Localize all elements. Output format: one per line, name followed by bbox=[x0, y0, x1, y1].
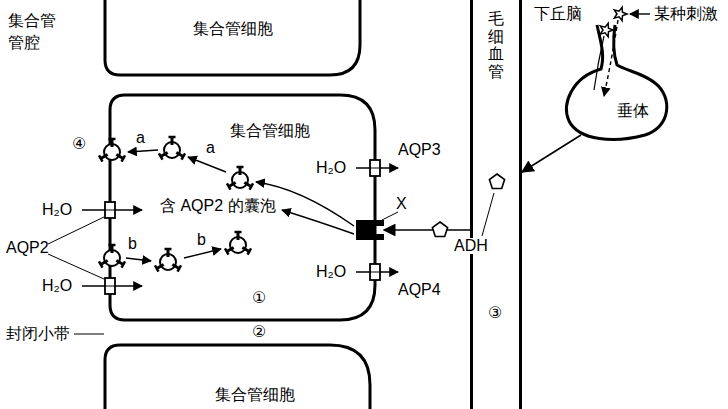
receptor-x bbox=[376, 220, 384, 226]
diagram-label: AQP2 bbox=[6, 240, 49, 256]
diagram-label: b bbox=[197, 232, 206, 248]
aqp2-lobe-cap bbox=[227, 183, 231, 189]
diagram-label: H₂O bbox=[42, 202, 72, 218]
aqp2-lobe-cap bbox=[122, 261, 126, 267]
hormone-arrow bbox=[384, 229, 470, 231]
water-channel bbox=[105, 202, 115, 218]
neuron-body bbox=[600, 23, 613, 36]
cell-outline: 集合管细胞 bbox=[105, 0, 360, 75]
channel-pore bbox=[370, 272, 380, 273]
vesicle-icon bbox=[155, 249, 181, 272]
node-outline bbox=[110, 95, 375, 320]
node-text: 集合管细胞 bbox=[215, 387, 295, 403]
diagram-label: b bbox=[128, 236, 137, 252]
channel-pore bbox=[105, 286, 115, 287]
aqp2-lobe-cap bbox=[225, 248, 229, 254]
water-flow-arrow bbox=[82, 209, 142, 210]
leader-line bbox=[48, 254, 104, 279]
endocytosis-arrow bbox=[184, 249, 221, 258]
water-flow-arrow bbox=[82, 285, 142, 286]
exocytosis-arrow bbox=[188, 157, 226, 172]
node-outline bbox=[105, 345, 370, 409]
vesicle-icon bbox=[225, 232, 251, 255]
leader-line bbox=[382, 212, 398, 220]
aqp2-lobe-cap bbox=[250, 183, 254, 189]
aqp2-lobe-cap bbox=[109, 138, 116, 141]
node-outline bbox=[567, 25, 667, 139]
aqp2-lobe-cap bbox=[99, 261, 103, 267]
aqp2-lobe-cap bbox=[237, 166, 244, 169]
water-channel bbox=[105, 278, 115, 294]
vesicle-icon bbox=[227, 167, 253, 190]
vesicle-icon bbox=[99, 245, 125, 268]
hormone-arrow bbox=[522, 135, 581, 172]
aqp2-lobe-cap bbox=[248, 248, 252, 254]
diagram-label: X bbox=[396, 196, 407, 212]
axon-line bbox=[604, 20, 618, 96]
leader-line bbox=[74, 334, 104, 335]
pituitary-shape: 垂体 bbox=[555, 25, 675, 145]
leader-line bbox=[482, 193, 494, 236]
diagram-label: ① bbox=[252, 290, 266, 306]
exocytosis-arrow bbox=[128, 150, 158, 152]
node-text: 垂体 bbox=[617, 103, 649, 119]
diagram-label: AQP4 bbox=[398, 282, 441, 298]
adh-molecule bbox=[432, 222, 447, 236]
aqp2-lobe-cap bbox=[155, 265, 159, 271]
stimulus-arrow bbox=[630, 13, 650, 14]
aqp2-lobe-cap bbox=[165, 248, 172, 251]
diagram-label: ④ bbox=[72, 136, 86, 152]
capillary-band: 毛细血管 bbox=[470, 0, 522, 409]
node-text: 集合管细胞 bbox=[230, 123, 310, 139]
water-channel bbox=[370, 160, 380, 176]
signal-arrow bbox=[282, 210, 354, 234]
node-outline-svg bbox=[555, 25, 675, 145]
diagram-label: AQP3 bbox=[398, 142, 441, 158]
endocytosis-arrow bbox=[126, 258, 151, 261]
aqp2-lobe-cap bbox=[169, 136, 176, 139]
water-channel bbox=[370, 264, 380, 280]
aqp2-lobe-cap bbox=[109, 244, 116, 247]
diagram-label: 含 AQP2 的囊泡 bbox=[160, 198, 276, 214]
diagram-label: a bbox=[206, 140, 215, 156]
diagram-label: ③ bbox=[488, 305, 502, 321]
aqp2-lobe-cap bbox=[182, 153, 186, 159]
aqp2-lobe-cap bbox=[159, 153, 163, 159]
aqp2-lobe-cap bbox=[235, 231, 242, 234]
neuron-body bbox=[614, 7, 627, 20]
diagram-label: H₂O bbox=[316, 160, 346, 176]
adh-molecule bbox=[489, 174, 504, 188]
receptor-x bbox=[356, 220, 376, 240]
diagram-label: H₂O bbox=[42, 278, 72, 294]
water-flow-arrow bbox=[356, 167, 398, 168]
node-outline bbox=[105, 0, 360, 75]
node-outline-svg bbox=[105, 0, 360, 75]
aqp2-lobe-cap bbox=[122, 155, 126, 161]
aqp2-lobe-cap bbox=[99, 155, 103, 161]
diagram-label: 集合管 管腔 bbox=[8, 10, 61, 55]
diagram-label: a bbox=[136, 130, 145, 146]
aqp2-lobe-cap bbox=[178, 265, 182, 271]
node-outline bbox=[472, 0, 521, 409]
receptor-x bbox=[376, 234, 384, 240]
node-text: 毛细血管 bbox=[488, 10, 504, 80]
axon-line bbox=[594, 36, 604, 90]
diagram-label: ② bbox=[252, 324, 266, 340]
channel-pore bbox=[105, 210, 115, 211]
diagram-label: 封闭小带 bbox=[6, 326, 70, 342]
node-text: 集合管细胞 bbox=[193, 21, 273, 37]
water-flow-arrow bbox=[356, 271, 398, 272]
channel-pore bbox=[370, 168, 380, 169]
leader-line bbox=[48, 217, 104, 244]
diagram-label: 下丘脑 bbox=[534, 6, 582, 22]
vesicle-icon bbox=[99, 139, 125, 162]
diagram-label: 某种刺激 bbox=[654, 6, 718, 22]
vesicle-icon bbox=[159, 137, 185, 160]
cell-outline: 集合管细胞 bbox=[105, 345, 370, 409]
diagram-label: ADH bbox=[452, 238, 490, 254]
diagram-label: H₂O bbox=[316, 264, 346, 280]
